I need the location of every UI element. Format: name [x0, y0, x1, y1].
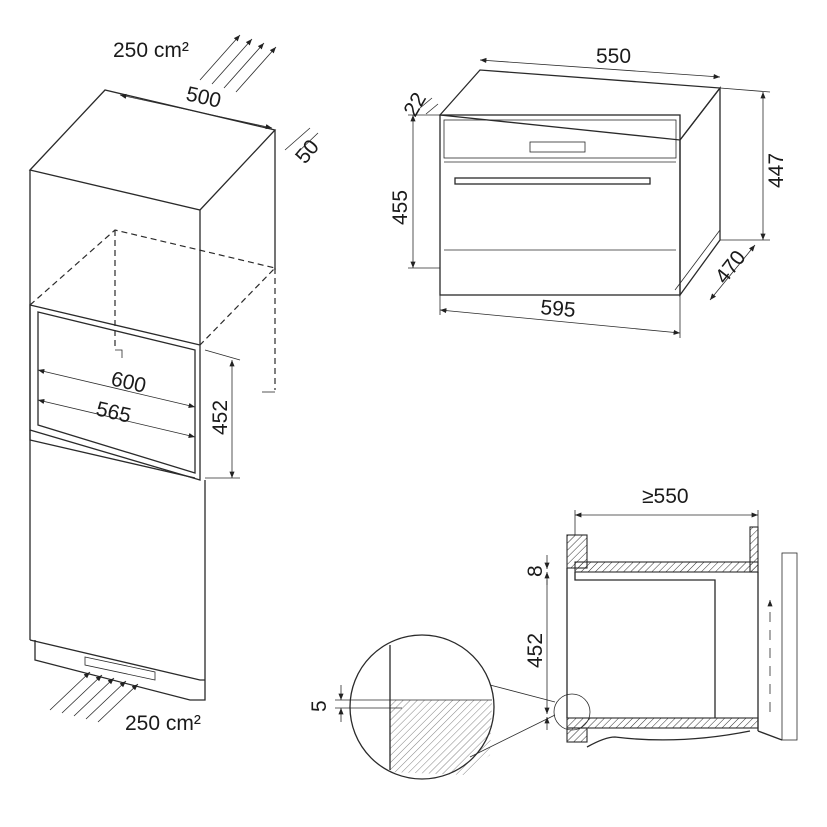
section-drawing: ≥550 8 452 5 — [308, 485, 798, 780]
airflow-in-arrows — [49, 34, 277, 723]
cabinet-drawing: 250 cm² 500 50 600 565 452 250 cm² — [28, 34, 324, 735]
vent-top-label: 250 cm² — [113, 39, 189, 62]
panel-thickness: 22 — [399, 89, 431, 121]
body-height: 447 — [765, 153, 788, 188]
opening-inner-width: 565 — [94, 397, 133, 427]
front-height: 455 — [389, 190, 412, 225]
vent-bottom-label: 250 cm² — [125, 712, 201, 735]
detail-gap: 5 — [308, 700, 331, 712]
oven-depth: 470 — [711, 246, 751, 288]
oven-drawing: 550 22 455 447 470 595 — [389, 45, 788, 338]
section-top-gap: 8 — [524, 565, 547, 577]
front-width: 595 — [540, 296, 577, 322]
opening-outer-width: 600 — [109, 367, 148, 397]
depth-label: 500 — [184, 82, 223, 112]
oven-top-width: 550 — [596, 45, 631, 68]
section-height: 452 — [524, 633, 547, 668]
section-min-width: ≥550 — [642, 485, 689, 508]
opening-height: 452 — [209, 400, 232, 435]
